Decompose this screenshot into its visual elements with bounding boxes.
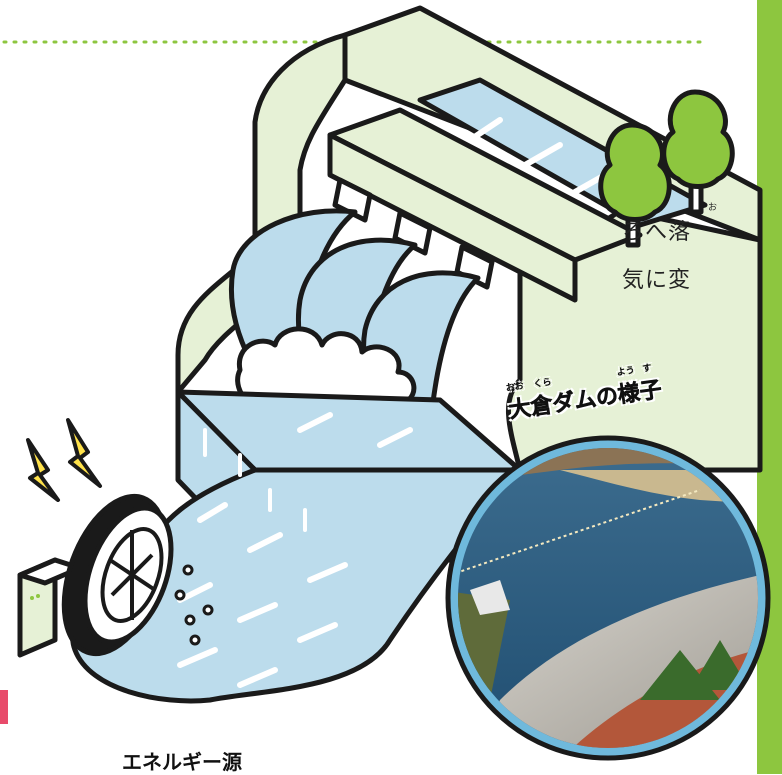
gate-2 xyxy=(392,210,433,256)
generator xyxy=(17,557,83,658)
water-wheel-icon xyxy=(61,493,174,657)
lightning-bolt-icon xyxy=(66,418,102,488)
pillar-face xyxy=(327,132,578,303)
ruby-text: お xyxy=(708,203,718,213)
basin-drips xyxy=(203,428,307,532)
bubbles xyxy=(174,564,214,646)
tree-icon xyxy=(661,89,735,215)
dam-photo xyxy=(445,435,771,761)
caption-ruby-ookura-2: くら xyxy=(532,377,553,390)
gate-1 xyxy=(332,177,373,223)
caption-ruby-ookura-1: おお xyxy=(505,381,525,394)
caption-ruby-su: す xyxy=(641,363,653,375)
bottom-caption: エネルギー源 xyxy=(122,750,242,774)
lightning-bolt-icon xyxy=(26,438,60,502)
description-line-2: 気に変 xyxy=(622,268,692,293)
description-line-1: ろへ落 xyxy=(622,220,692,245)
gate-3 xyxy=(454,244,495,290)
section-marker xyxy=(0,690,8,724)
caption-ruby-you: よう xyxy=(616,365,636,379)
dam-structure xyxy=(70,5,763,704)
